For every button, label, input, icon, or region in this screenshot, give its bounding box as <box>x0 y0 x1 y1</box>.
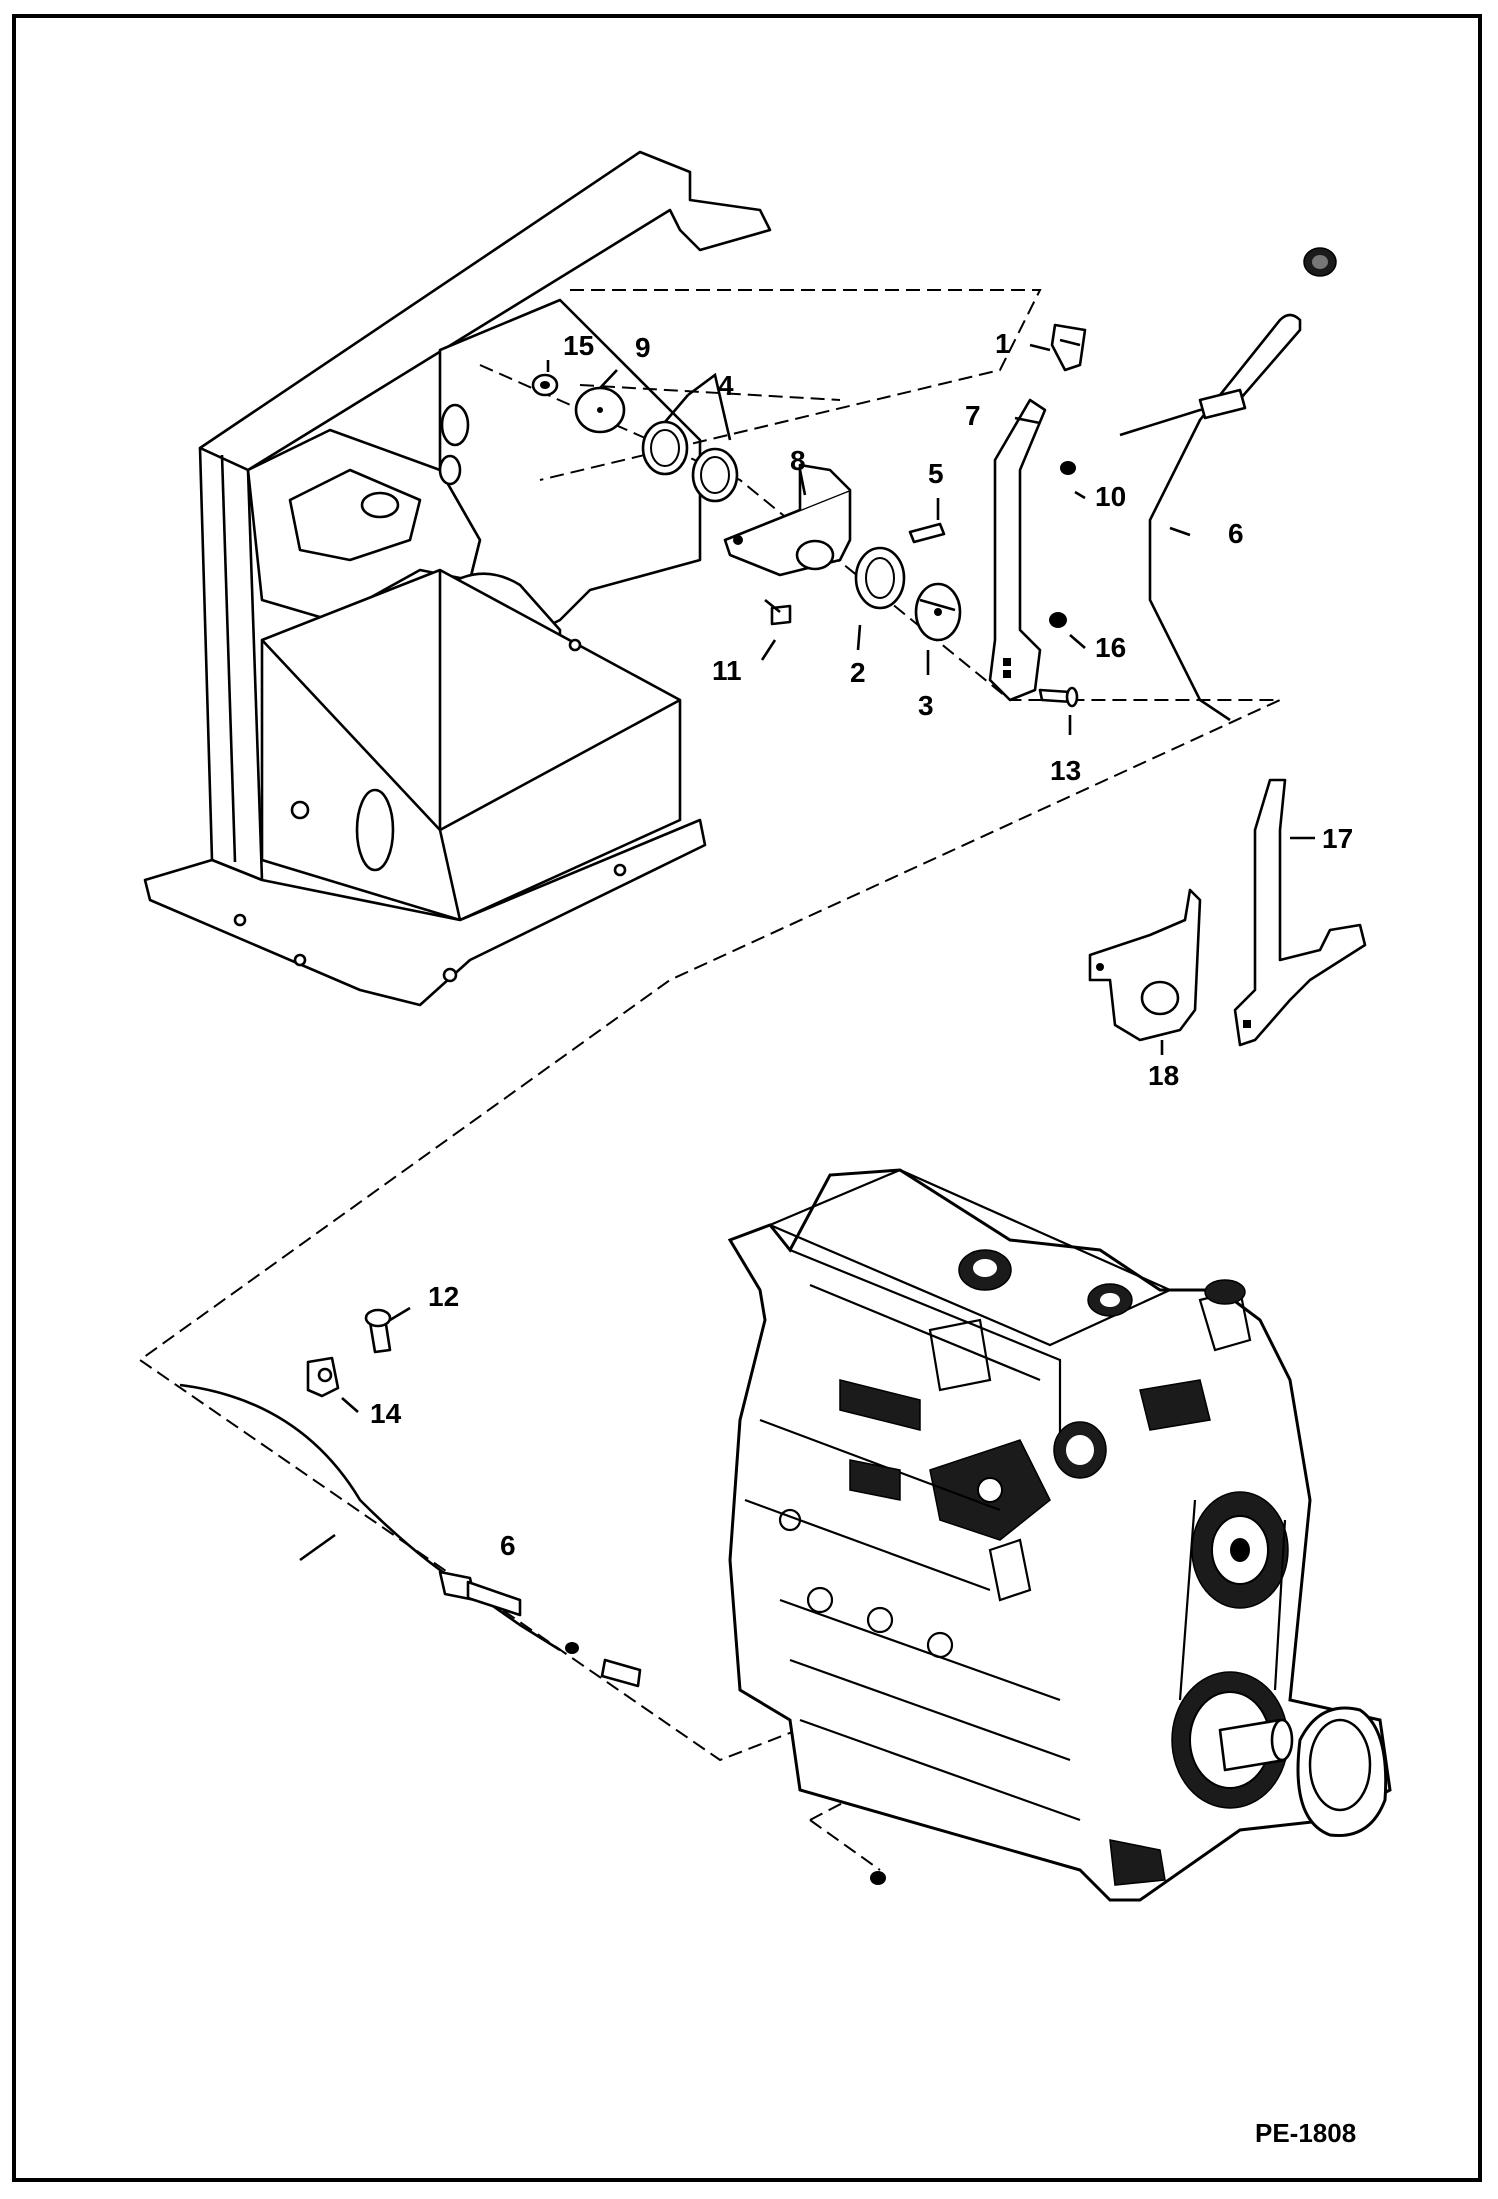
callout-4: 4 <box>718 370 734 401</box>
part-12-bolt <box>364 1308 392 1354</box>
part-6-upper-cable <box>1119 247 1337 722</box>
callout-7: 7 <box>965 400 981 431</box>
part-2-ring <box>854 546 906 610</box>
part-13-bolt <box>1038 686 1079 708</box>
callout-6-upper: 6 <box>1228 518 1244 549</box>
callout-5: 5 <box>928 458 944 489</box>
frame-panel <box>143 150 772 1007</box>
part-17-bracket <box>1233 778 1367 1047</box>
callout-1: 1 <box>995 328 1011 359</box>
callout-15: 15 <box>563 330 594 361</box>
part-6-lower-cable <box>179 1383 642 1688</box>
leader-lines <box>299 343 1315 1562</box>
callout-13: 13 <box>1050 755 1081 786</box>
callout-17: 17 <box>1322 823 1353 854</box>
callout-3: 3 <box>918 690 934 721</box>
part-5-pin <box>908 522 946 544</box>
part-15-nut <box>531 373 559 397</box>
part-7-lever <box>988 398 1047 702</box>
part-8-bracket <box>723 463 852 577</box>
part-3-disc <box>914 582 962 642</box>
part-14-clip <box>306 1356 340 1398</box>
callout-12: 12 <box>428 1281 459 1312</box>
callout-10: 10 <box>1095 481 1126 512</box>
part-16-nut <box>1049 612 1067 628</box>
engine-mount-nut <box>870 1871 886 1885</box>
callout-9: 9 <box>635 332 651 363</box>
callout-16: 16 <box>1095 632 1126 663</box>
callout-11: 11 <box>712 655 742 686</box>
callouts: 1 2 3 4 5 6 6 7 8 9 10 11 12 13 14 15 16… <box>370 328 1353 1561</box>
callout-8: 8 <box>790 445 806 476</box>
callout-14: 14 <box>370 1398 402 1429</box>
part-18-bracket <box>1088 888 1202 1042</box>
page-border <box>12 14 1482 2182</box>
engine-block <box>727 1168 1392 1902</box>
callout-6-lower: 6 <box>500 1530 516 1561</box>
part-9-washer <box>574 386 626 434</box>
part-10-nut <box>1060 461 1076 475</box>
part-1-knob <box>1050 323 1087 372</box>
part-4-rings <box>641 420 739 503</box>
figure-reference: PE-1808 <box>1255 2118 1356 2148</box>
callout-18: 18 <box>1148 1060 1179 1091</box>
callout-2: 2 <box>850 657 866 688</box>
part-11-bolt <box>764 598 792 626</box>
